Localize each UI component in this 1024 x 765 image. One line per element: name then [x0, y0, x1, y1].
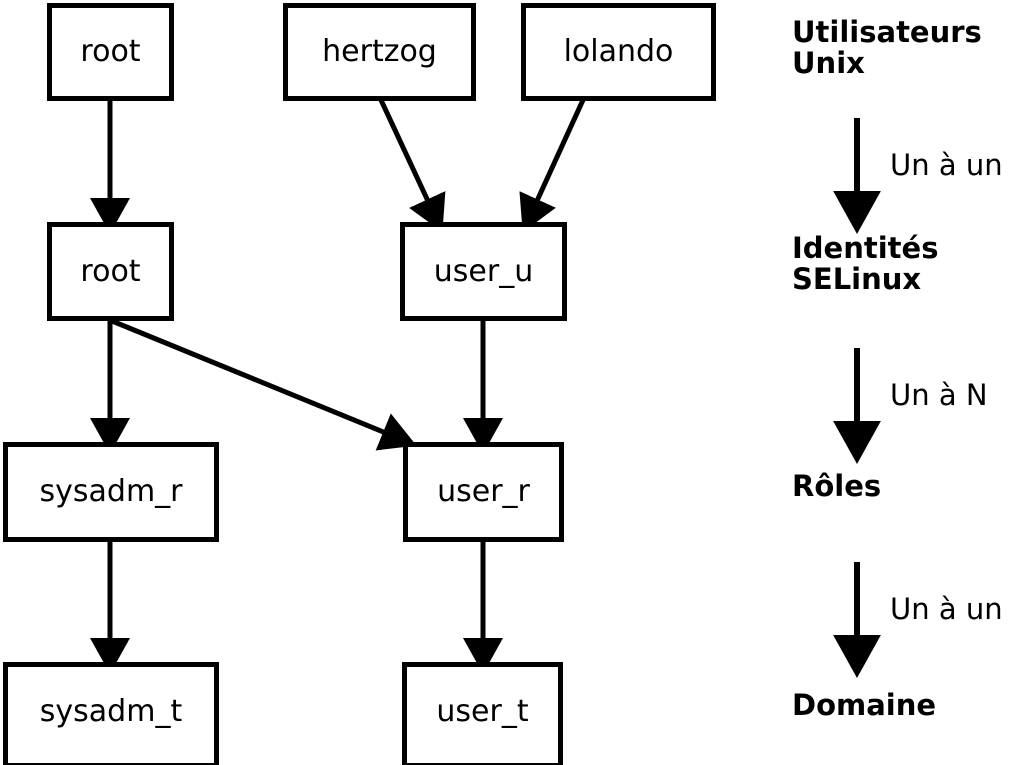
- node-label: sysadm_r: [39, 474, 183, 509]
- legend-tier-domaine: Domaine: [792, 688, 937, 722]
- node-label: lolando: [563, 34, 674, 69]
- node-lolando[interactable]: lolando: [521, 3, 716, 101]
- legend-cardinality-unix-to-identity: Un à un: [890, 148, 1003, 182]
- node-label: hertzog: [322, 34, 437, 69]
- edge-root-identity-to-user-r: [111, 318, 417, 451]
- edge-lolando-to-user-u: [519, 98, 586, 233]
- edge-hertzog-to-user-u: [378, 98, 446, 233]
- node-label: root: [80, 253, 141, 289]
- node-sysadm-r[interactable]: sysadm_r: [3, 442, 219, 542]
- node-root-unix-user[interactable]: root: [47, 3, 174, 101]
- node-user-r[interactable]: user_r: [403, 442, 564, 542]
- node-label: user_t: [436, 694, 529, 729]
- node-label: root: [80, 34, 141, 69]
- legend-cardinality-role-to-domain: Un à un: [890, 592, 1003, 626]
- node-user-t[interactable]: user_t: [402, 662, 563, 765]
- legend-tier-roles: Rôles: [792, 469, 882, 503]
- node-sysadm-t[interactable]: sysadm_t: [3, 662, 219, 765]
- node-user-u[interactable]: user_u: [400, 222, 567, 321]
- node-root-selinux-identity[interactable]: root: [47, 222, 174, 321]
- legend-tier-selinux-identities: Identités SELinux: [792, 231, 939, 297]
- node-hertzog[interactable]: hertzog: [283, 3, 476, 101]
- node-label: user_u: [433, 253, 534, 289]
- node-label: sysadm_t: [39, 694, 183, 729]
- node-label: user_r: [437, 474, 530, 509]
- legend-tier-unix-users: Utilisateurs Unix: [792, 15, 982, 81]
- legend-cardinality-identity-to-role: Un à N: [890, 378, 988, 412]
